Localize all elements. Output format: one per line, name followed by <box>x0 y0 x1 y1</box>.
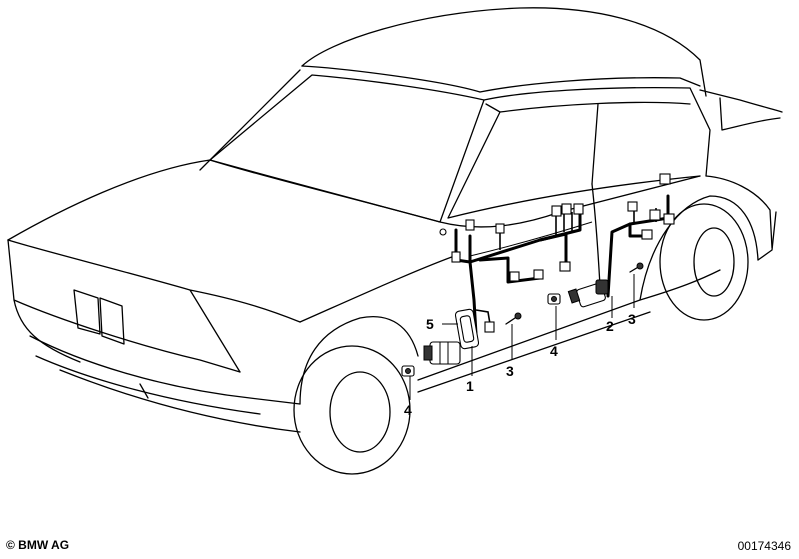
screw-icon-rear <box>629 262 644 273</box>
rear-door-contact-switch-icon <box>567 279 609 308</box>
rubber-grommet-icon <box>454 308 480 350</box>
wiring-harness-rear <box>606 173 675 298</box>
clip-icon-front <box>401 365 415 377</box>
callout-3-front: 3 <box>506 363 514 379</box>
callout-3-rear: 3 <box>628 311 636 327</box>
callout-2: 2 <box>606 318 614 334</box>
diagram-number: 00174346 <box>737 539 791 553</box>
screw-icon-front <box>505 312 522 325</box>
door-contact-switch-icon <box>423 341 461 365</box>
rear-wheel-icon <box>659 203 749 321</box>
car-outline <box>7 7 783 475</box>
callout-4-front: 4 <box>404 402 412 418</box>
copyright-label: © BMW AG <box>6 538 70 552</box>
callout-5: 5 <box>426 316 434 332</box>
leader-lines <box>409 274 635 400</box>
callout-4-door: 4 <box>550 343 558 359</box>
callout-1: 1 <box>466 378 474 394</box>
front-wheel-icon <box>293 345 411 475</box>
kidney-grille-icon <box>73 289 125 345</box>
clip-icon-door <box>547 293 561 305</box>
